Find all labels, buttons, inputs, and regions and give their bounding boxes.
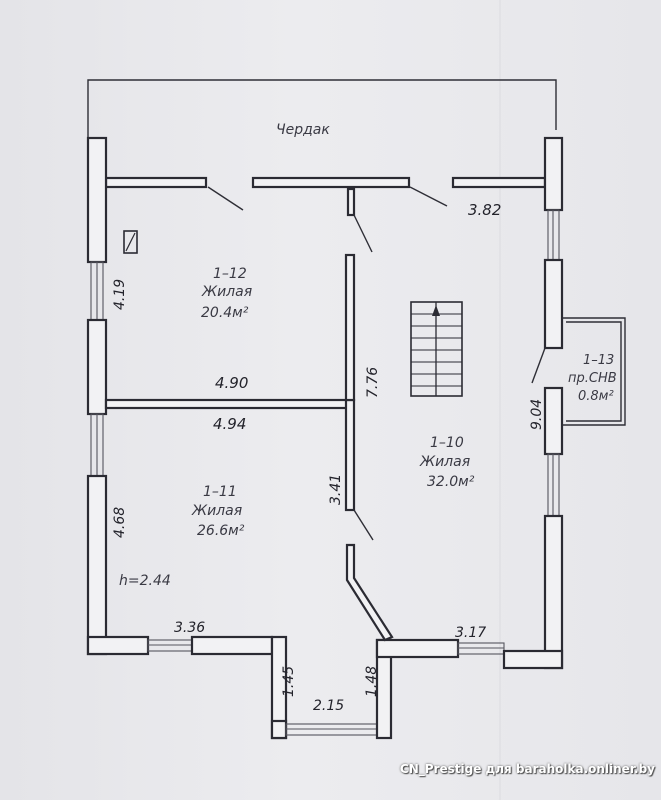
right-exterior-wall bbox=[543, 136, 564, 670]
dimension-label: 4.90 bbox=[215, 374, 248, 392]
room-1-13-label: 1–13 пр.СНВ 0.8м² bbox=[568, 353, 617, 404]
stair-arrow-icon bbox=[432, 305, 440, 316]
room-type: Жилая bbox=[201, 284, 252, 300]
room-1-12-label: 1–12 Жилая 20.4м² bbox=[201, 266, 252, 321]
bottom-walls bbox=[86, 635, 564, 740]
dimension-label: 3.36 bbox=[174, 620, 205, 636]
room-id: 1–11 bbox=[203, 484, 237, 500]
dimension-label: 7.76 bbox=[365, 367, 381, 398]
room-1-10-label: 1–10 Жилая 32.0м² bbox=[419, 435, 475, 490]
staircase bbox=[410, 301, 463, 397]
top-walls bbox=[104, 176, 547, 189]
dimension-label: 3.41 bbox=[328, 474, 344, 505]
room-type: Жилая bbox=[191, 503, 242, 519]
watermark: CN_Prestige для baraholka.onliner.by bbox=[399, 762, 655, 776]
room-id: 1–10 bbox=[430, 435, 464, 451]
attic-outline bbox=[87, 79, 557, 140]
attic-label: Чердак bbox=[276, 122, 330, 138]
room-id: 1–12 bbox=[213, 266, 247, 282]
room-1-11-label: 1–11 Жилая 26.6м² bbox=[191, 484, 245, 539]
dimension-label: 2.15 bbox=[313, 698, 344, 714]
dimension-label: 4.68 bbox=[112, 507, 128, 538]
left-exterior-wall bbox=[86, 136, 108, 656]
dimension-labels: 3.82 4.19 4.90 4.94 7.76 9.04 3.41 4.68 … bbox=[112, 201, 545, 714]
room-area: 0.8м² bbox=[578, 389, 614, 404]
dimension-label: 1.48 bbox=[364, 666, 380, 697]
room-area: 20.4м² bbox=[201, 305, 249, 321]
room-type: пр.СНВ bbox=[568, 371, 617, 386]
snv-niche bbox=[562, 317, 626, 426]
dimension-label: 9.04 bbox=[529, 399, 545, 430]
dimension-label: 4.19 bbox=[112, 279, 128, 310]
room-area: 32.0м² bbox=[427, 474, 475, 490]
room-type: Жилая bbox=[419, 454, 470, 470]
dimension-label: 3.17 bbox=[455, 625, 486, 641]
interior-partitions bbox=[104, 187, 394, 642]
room-id: 1–13 bbox=[583, 353, 614, 368]
chimney-symbol bbox=[123, 230, 138, 254]
dimension-label: 1.45 bbox=[281, 666, 297, 697]
dimension-label: 4.94 bbox=[213, 415, 246, 433]
door-swings bbox=[207, 186, 546, 541]
ceiling-height-label: h=2.44 bbox=[119, 573, 171, 589]
dimension-label: 3.82 bbox=[468, 201, 501, 219]
room-area: 26.6м² bbox=[197, 523, 245, 539]
